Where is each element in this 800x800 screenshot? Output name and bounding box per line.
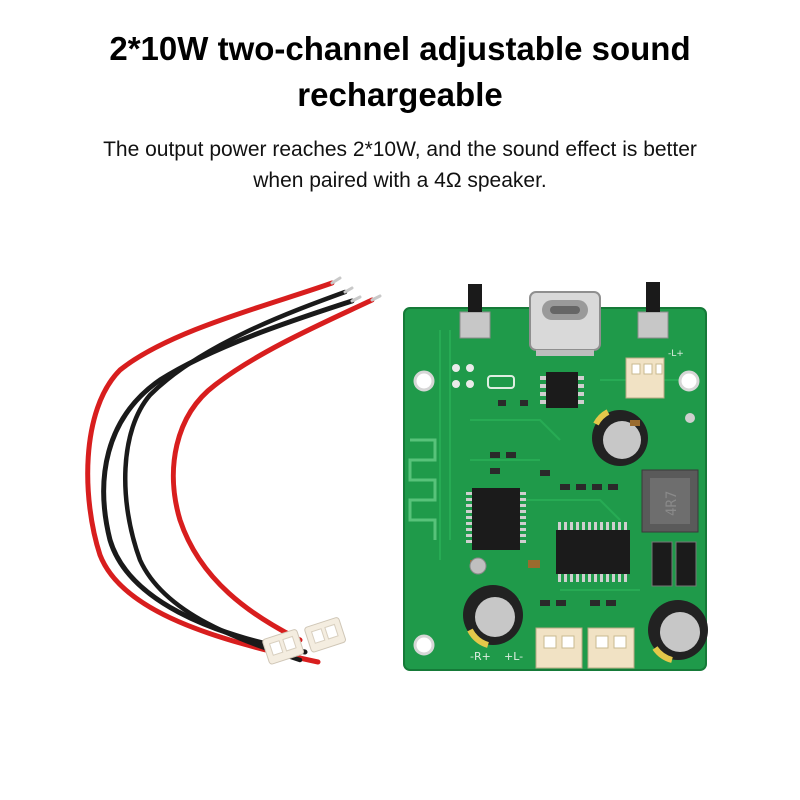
- mounting-hole: [678, 370, 700, 392]
- black-wire: [101, 298, 355, 655]
- electrolytic-capacitor: [592, 409, 648, 466]
- inductor-label: 4R7: [664, 491, 680, 516]
- silkscreen-right-label: -R+: [470, 650, 491, 663]
- mounting-hole: [413, 370, 435, 392]
- electrolytic-capacitor: [648, 600, 708, 663]
- jst-connector-2: [304, 617, 346, 653]
- sop8-chip: [540, 372, 584, 408]
- silkscreen-left-label: +L-: [504, 650, 523, 663]
- wire-harness: [85, 276, 382, 665]
- power-inductor: 4R7: [641, 469, 699, 533]
- amplifier-board: -L+: [403, 282, 708, 671]
- title-line-2: rechargeable: [297, 76, 503, 113]
- usb-c-port: [529, 291, 601, 356]
- battery-connector: -L+: [625, 349, 684, 399]
- product-description: The output power reaches 2*10W, and the …: [0, 134, 800, 196]
- mounting-hole: [413, 634, 435, 656]
- description-line-2: when paired with a 4Ω speaker.: [253, 169, 547, 192]
- bluetooth-chip: [466, 488, 526, 550]
- electrolytic-capacitor: [463, 585, 523, 648]
- title-line-1: 2*10W two-channel adjustable sound: [109, 30, 691, 67]
- smd-diode: [651, 541, 673, 587]
- connector-label: -L+: [668, 349, 684, 359]
- amplifier-chip: [556, 522, 630, 582]
- description-line-1: The output power reaches 2*10W, and the …: [103, 138, 697, 161]
- red-wire-outer: [85, 280, 335, 665]
- jst-connector-1: [262, 629, 304, 665]
- pcb-antenna: [408, 438, 437, 540]
- smd-diode: [675, 541, 697, 587]
- tact-switch-right: [637, 282, 669, 339]
- black-wire-2: [123, 289, 348, 663]
- red-wire-inner: [170, 297, 375, 643]
- product-title: 2*10W two-channel adjustable sound recha…: [0, 26, 800, 118]
- tact-switch-left: [459, 284, 491, 339]
- speaker-connector-left: [587, 627, 635, 669]
- speaker-connector-right: [535, 627, 583, 669]
